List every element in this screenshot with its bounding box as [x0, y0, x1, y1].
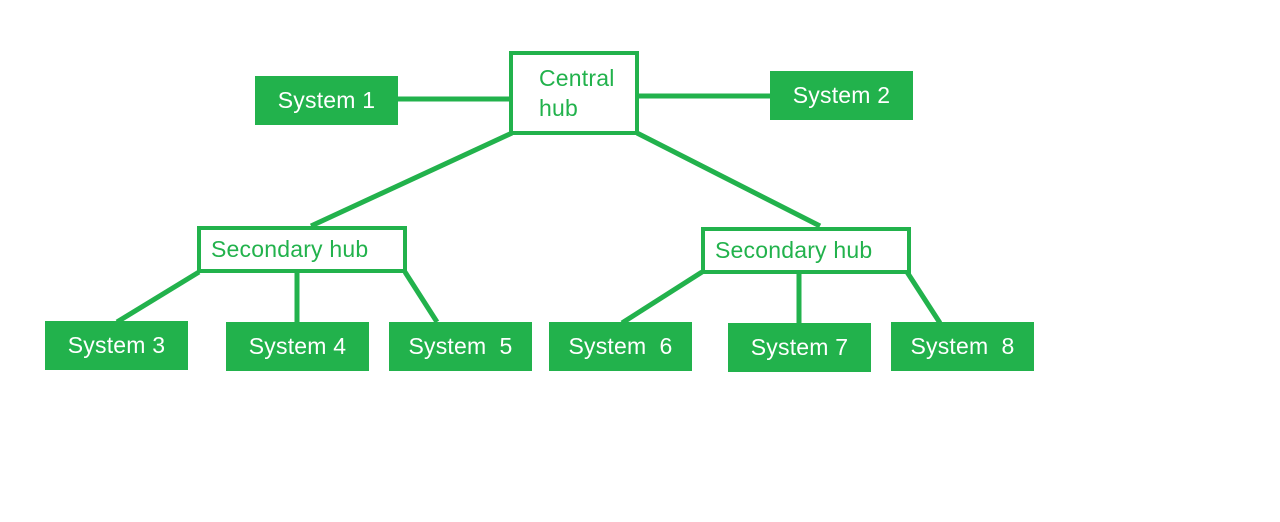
secondary-hub-right-label: Secondary hub — [715, 237, 873, 263]
system-1-label: System 1 — [277, 87, 376, 113]
system-7-label: System 7 — [750, 334, 849, 360]
node-system-7[interactable]: System 7 — [728, 323, 871, 372]
system-3-label: System 3 — [67, 332, 166, 358]
edge-secondary-hub-left-to-system3 — [115, 269, 201, 325]
edge-secondary-hub-right-to-system6 — [620, 269, 704, 326]
system-4-label: System 4 — [248, 333, 347, 359]
node-system-2[interactable]: System 2 — [770, 71, 913, 120]
edge-central-hub-to-secondary-hub-right — [635, 130, 822, 229]
system-6-label: System 6 — [568, 333, 673, 359]
edge-secondary-hub-left-to-system5 — [402, 270, 440, 324]
node-secondary-hub-left[interactable]: Secondary hub — [197, 226, 407, 273]
node-system-3[interactable]: System 3 — [45, 321, 188, 370]
central-hub-label-line2: hub — [539, 95, 578, 121]
system-8-label: System 8 — [910, 333, 1015, 359]
edge-central-hub-to-secondary-hub-left — [309, 130, 514, 229]
node-central-hub[interactable]: Central hub — [509, 51, 639, 135]
secondary-hub-left-label: Secondary hub — [211, 236, 369, 262]
node-system-4[interactable]: System 4 — [226, 322, 369, 371]
system-2-label: System 2 — [792, 82, 891, 108]
node-system-8[interactable]: System 8 — [891, 322, 1034, 371]
edge-secondary-hub-right-to-system8 — [904, 270, 943, 325]
node-system-1[interactable]: System 1 — [255, 76, 398, 125]
node-system-6[interactable]: System 6 — [549, 322, 692, 371]
node-system-5[interactable]: System 5 — [389, 322, 532, 371]
central-hub-label-line1: Central — [539, 64, 615, 91]
node-secondary-hub-right[interactable]: Secondary hub — [701, 227, 911, 274]
system-5-label: System 5 — [408, 333, 513, 359]
